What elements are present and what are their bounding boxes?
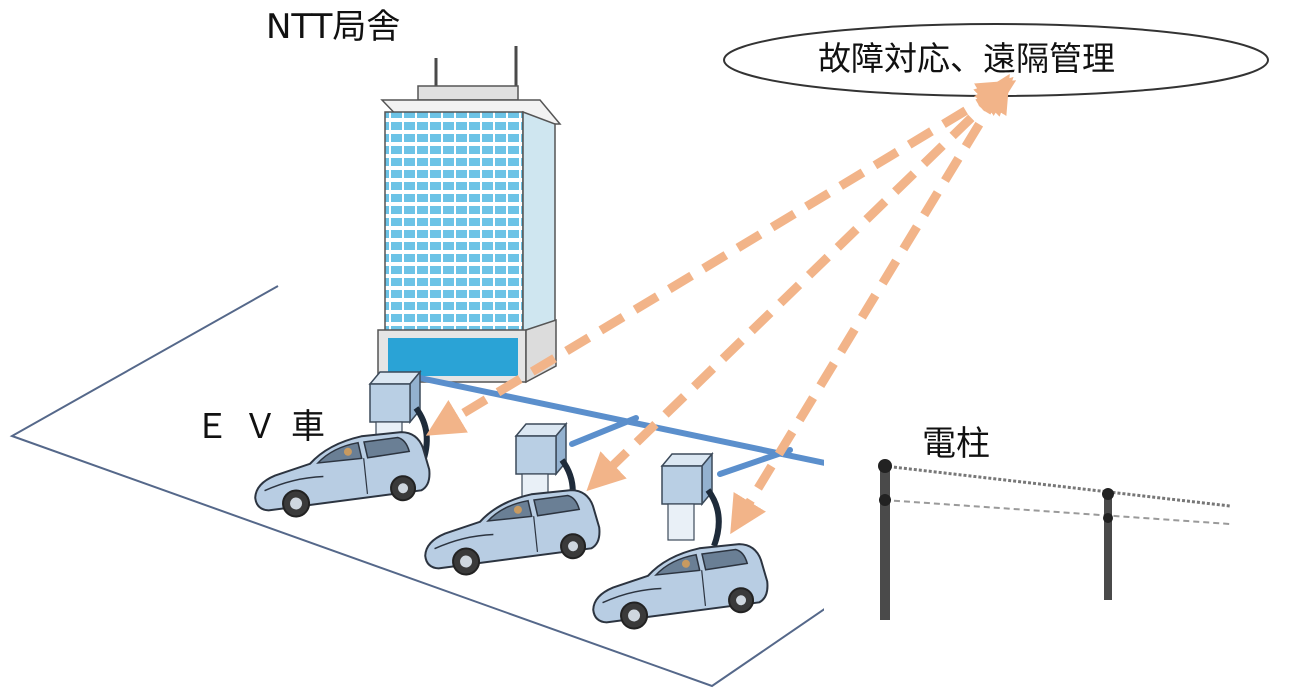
cable-network <box>417 375 871 477</box>
ev-car-3 <box>587 540 772 634</box>
remote-management-label: 故障対応、遠隔管理 <box>818 39 1115 78</box>
utility-pole-label: 電柱 <box>922 424 990 464</box>
charger-3 <box>662 454 719 546</box>
ntt-building <box>377 46 562 384</box>
building-label: NTT局舎 <box>266 7 401 47</box>
ev-car-label: ＥＶ車 <box>195 407 339 447</box>
remote-arrows <box>425 73 1017 535</box>
ev-car-2 <box>419 486 604 580</box>
utility-poles <box>824 394 1301 698</box>
arrow-to-charger-3 <box>730 73 1010 535</box>
